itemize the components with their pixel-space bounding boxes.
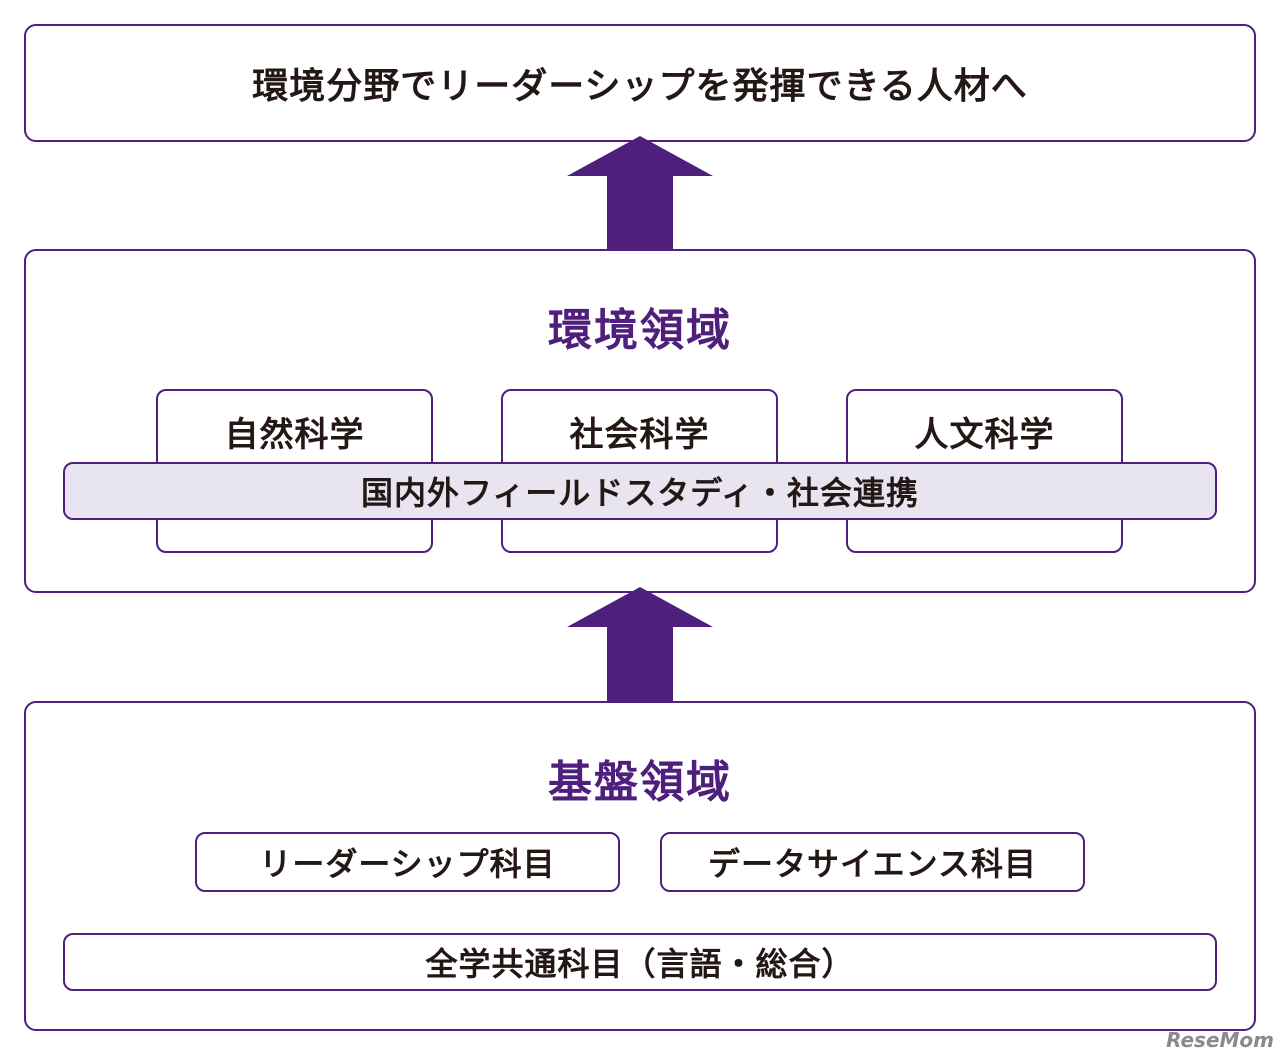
subject-label: リーダーシップ科目 — [259, 845, 556, 883]
leadership-subject-box: リーダーシップ科目 — [195, 832, 620, 892]
common-label: 全学共通科目（言語・総合） — [425, 945, 855, 983]
field-label: 社会科学 — [569, 415, 710, 455]
up-arrow-icon — [567, 587, 713, 706]
common-subjects-box: 全学共通科目（言語・総合） — [63, 933, 1217, 991]
up-arrow-icon — [567, 136, 713, 255]
fieldwork-bar: 国内外フィールドスタディ・社会連携 — [63, 462, 1217, 520]
watermark-logo: ReseMom — [1166, 1028, 1274, 1052]
foundation-title: 基盤領域 — [548, 757, 732, 808]
field-label: 人文科学 — [914, 415, 1055, 455]
data-science-subject-box: データサイエンス科目 — [660, 832, 1085, 892]
goal-label: 環境分野でリーダーシップを発揮できる人材へ — [252, 66, 1028, 107]
environment-title: 環境領域 — [548, 305, 732, 356]
goal-box: 環境分野でリーダーシップを発揮できる人材へ — [24, 24, 1256, 142]
fieldwork-label: 国内外フィールドスタディ・社会連携 — [360, 474, 920, 512]
subject-label: データサイエンス科目 — [707, 845, 1038, 883]
field-label: 自然科学 — [224, 415, 365, 455]
